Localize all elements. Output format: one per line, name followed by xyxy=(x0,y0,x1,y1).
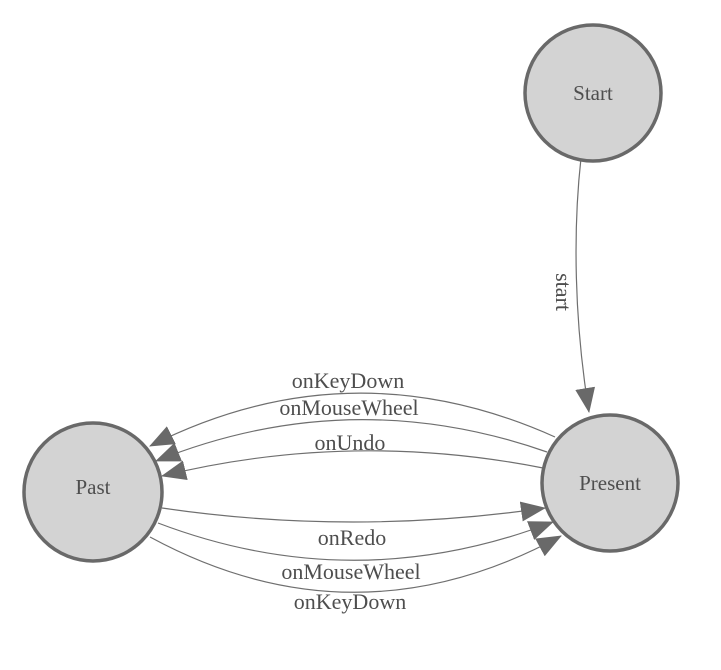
edge-present-to-past-onmousewheel xyxy=(155,419,548,462)
edge-past-to-present-onmousewheel xyxy=(157,521,554,561)
edge-label-onkeydown-bottom: onKeyDown xyxy=(294,589,406,614)
node-past-circle xyxy=(22,421,164,563)
edge-label-onundo: onUndo xyxy=(315,430,386,455)
edge-label-start: start xyxy=(551,273,576,311)
edge-past-to-present-onkeydown xyxy=(149,535,562,593)
node-start-label: Start xyxy=(573,81,613,105)
edge-label-onmousewheel-bottom: onMouseWheel xyxy=(281,559,420,584)
node-start-circle xyxy=(523,23,663,163)
edge-label-onkeydown-top: onKeyDown xyxy=(292,368,404,393)
edge-label-onmousewheel-top: onMouseWheel xyxy=(279,395,418,420)
edge-past-to-present-onredo xyxy=(161,501,546,523)
node-present-circle xyxy=(540,413,680,553)
edge-present-to-past-onundo xyxy=(161,450,544,481)
node-past-label: Past xyxy=(75,475,110,499)
edge-present-to-past-onkeydown xyxy=(149,392,556,447)
edge-start-to-present xyxy=(575,157,596,413)
edge-label-onredo: onRedo xyxy=(318,525,386,550)
node-start: Start xyxy=(523,23,663,163)
node-present: Present xyxy=(540,413,680,553)
node-past: Past xyxy=(22,421,164,563)
node-present-label: Present xyxy=(579,471,641,495)
